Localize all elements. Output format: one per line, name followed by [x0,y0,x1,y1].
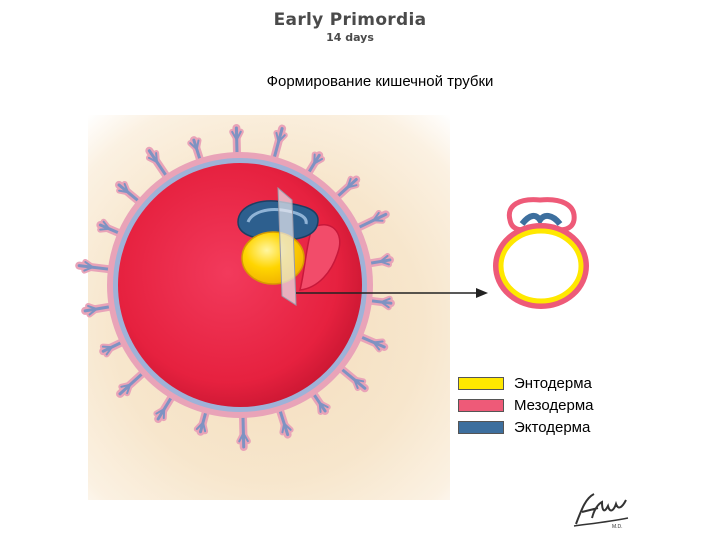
section-arrow-head [476,288,488,298]
villus-branch [380,301,390,309]
legend-label-endoderm: Энтодерма [514,374,592,392]
villus-branch [118,369,147,396]
figure-subtitle: 14 days [326,31,374,44]
legend-item-endoderm: Энтодерма [458,372,658,394]
section-mesoderm-ring [493,223,589,309]
villus-branch [353,378,359,389]
villus-branch [346,177,352,189]
villus-branch [313,157,324,165]
villus-branch [353,212,388,231]
villus-branch [275,131,280,143]
villus-branch [118,189,129,194]
villus-branch [346,184,358,189]
villus-branch [99,227,111,231]
legend-item-ectoderm: Эктодерма [458,416,658,438]
villus-branch [195,421,205,431]
villus-branch [155,152,158,164]
chorionic-cavity [118,163,362,407]
villus-branch [147,156,158,164]
villus-branch [235,130,242,141]
villus-branch [84,261,94,269]
legend: Энтодерма Мезодерма Эктодерма [458,372,658,438]
villus-branch [372,340,384,344]
villus-branch [242,432,249,443]
villus-branch [87,305,98,310]
villus-branch [271,127,284,163]
villus-branch [281,422,286,434]
villus-branch [238,432,245,443]
villus-branch [231,130,238,141]
villus-branch [202,421,207,433]
section-endoderm-ring [498,228,584,304]
villus-branch [318,402,329,409]
villus-branch [353,378,365,383]
gut-tube-cross-section [493,197,589,309]
villus-branch [77,264,115,272]
legend-item-mesoderm: Мезодерма [458,394,658,416]
villus-branch [83,266,94,272]
legend-swatch-ectoderm [458,420,504,434]
villus-branch [379,254,389,263]
villus-branch [195,139,200,151]
villus-branch [283,422,292,431]
connecting-stalk [299,223,341,291]
villus-branch [147,149,170,181]
netter-signature-logo: M.D. [573,493,629,530]
section-ectoderm [519,212,563,226]
villus-branch [120,383,132,388]
villus-branch [241,411,246,449]
caption: Формирование кишечной трубки [266,73,494,90]
section-plane [277,186,297,306]
villus-branch [105,346,113,356]
villus-branch [126,383,132,395]
villus-branch [379,260,390,266]
villus-branch [380,297,391,304]
legend-swatch-mesoderm [458,398,504,412]
legend-label-ectoderm: Эктодерма [514,418,591,436]
villus-branch [123,182,129,194]
villus-branch [155,408,166,415]
svg-text:M.D.: M.D. [612,524,623,530]
villus-branch [277,134,286,143]
villus-branch [372,341,381,351]
villus-branch [372,211,380,222]
villus-branch [318,402,322,413]
legend-swatch-endoderm [458,376,504,390]
villus-branch [189,142,198,151]
figure-title: Early Primordia [273,10,427,30]
villus-branch [337,365,367,390]
villus-branch [102,220,111,230]
legend-label-mesoderm: Мезодерма [514,396,594,414]
villus-branch [88,307,98,316]
